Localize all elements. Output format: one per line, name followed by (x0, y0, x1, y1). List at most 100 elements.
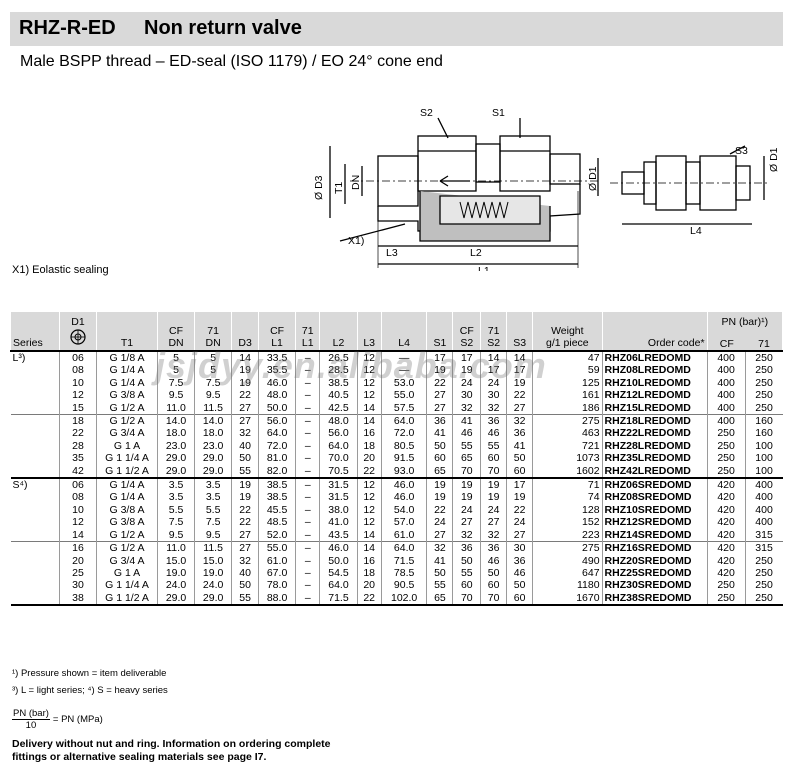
table-cell: – (295, 401, 320, 415)
series-cell (11, 389, 60, 401)
table-cell: 19 (452, 477, 481, 492)
table-cell: 41.0 (319, 516, 358, 529)
title-bar: RHZ-R-ED Non return valve (10, 12, 783, 46)
order-code-cell: RHZ22LREDOMD (601, 427, 708, 440)
table-cell: – (295, 376, 320, 390)
order-code-cell: RHZ30SREDOMD (601, 579, 708, 592)
table-cell: 50 (506, 452, 533, 465)
table-cell: 19 (506, 491, 533, 504)
table-cell: 27 (231, 401, 259, 415)
table-cell: 7.5 (194, 516, 232, 529)
table-cell: 30 (59, 579, 97, 592)
table-cell: 50.0 (258, 401, 296, 415)
table-cell: G 1 1/4 A (96, 452, 158, 465)
label-d3: Ø D3 (313, 175, 325, 200)
table-cell: 41 (452, 414, 481, 428)
table-cell: 35 (59, 452, 97, 465)
table-cell: 463 (532, 427, 603, 440)
table-cell: 30 (452, 389, 481, 402)
table-cell: 14 (506, 349, 533, 365)
table-cell: 223 (532, 528, 603, 542)
label-x1: X1) (348, 235, 364, 247)
table-cell: 400 (706, 389, 746, 402)
table-cell: – (295, 579, 320, 592)
table-cell: 29.0 (156, 591, 195, 607)
table-cell: 152 (532, 516, 603, 529)
table-cell: 26.5 (319, 349, 358, 365)
table-cell: 70 (452, 464, 481, 479)
table-cell: 60 (480, 579, 507, 592)
table-cell: 10 (59, 503, 97, 517)
table-cell: 53.0 (380, 376, 427, 390)
table-cell: – (295, 452, 320, 465)
table-cell: 32 (231, 554, 259, 567)
table-cell: 400 (744, 477, 783, 492)
table-cell: 31.5 (319, 477, 358, 492)
table-cell: 12 (356, 503, 382, 517)
table-cell: 19 (426, 364, 453, 377)
table-cell: 90.5 (380, 579, 427, 592)
table-cell: 22 (356, 591, 382, 607)
product-name: Non return valve (144, 17, 302, 39)
table-cell: 31.5 (319, 491, 358, 504)
table-cell: 32 (506, 414, 533, 428)
table-cell: 17 (480, 364, 507, 377)
table-cell: 60 (426, 452, 453, 465)
header-t1: T1 (96, 312, 158, 351)
table-cell: 14.0 (194, 414, 232, 428)
table-cell: 78.0 (258, 579, 296, 592)
table-cell: 160 (744, 414, 783, 428)
table-cell: 25 (59, 566, 97, 580)
order-code-cell: RHZ18LREDOMD (601, 414, 708, 428)
table-cell: 17 (506, 364, 533, 377)
table-cell: 50.0 (319, 554, 358, 567)
table-cell: 186 (532, 401, 603, 415)
table-cell: 06 (59, 349, 97, 365)
delivery-note: Delivery without nut and ring. Informati… (12, 738, 331, 763)
order-code-cell: RHZ20SREDOMD (601, 554, 708, 567)
table-cell: 46.0 (380, 491, 427, 504)
order-code-cell: RHZ08LREDOMD (601, 364, 708, 377)
order-code-cell: RHZ28LREDOMD (601, 439, 708, 453)
table-cell: G 1/2 A (96, 414, 158, 428)
table-cell: 19 (231, 477, 259, 492)
table-cell: 1670 (532, 591, 603, 607)
table-cell: 250 (744, 591, 783, 607)
table-cell: 46 (480, 427, 507, 440)
label-t1: T1 (333, 182, 345, 194)
formula-numerator: PN (bar) (12, 708, 50, 720)
table-cell: 19 (426, 491, 453, 504)
table-cell: 46.0 (380, 477, 427, 492)
table-cell: 1180 (532, 579, 603, 592)
table-cell: 7.5 (194, 376, 232, 390)
technical-drawing: S2 S1 S3 Ø D3 T1 DN Ø D1 Ø D1 X1) L3 L2 … (313, 107, 780, 271)
table-cell: 70.5 (319, 464, 358, 479)
table-cell: 56.0 (319, 427, 358, 440)
table-cell: 22 (59, 427, 97, 440)
table-cell: 32 (480, 401, 507, 415)
table-cell: 400 (744, 516, 783, 529)
table-cell: 40 (231, 566, 259, 580)
table-cell: 06 (59, 477, 97, 492)
table-cell: 27 (506, 528, 533, 542)
table-cell: 9.5 (194, 528, 232, 542)
table-cell: 65 (426, 591, 453, 607)
table-cell: 45.5 (258, 503, 296, 517)
order-code-cell: RHZ35LREDOMD (601, 452, 708, 465)
table-cell: 29.0 (156, 452, 195, 465)
table-cell: 250 (744, 376, 783, 390)
table-cell: 11.0 (156, 401, 195, 415)
table-cell: 27 (231, 528, 259, 542)
table-cell: 128 (532, 503, 603, 517)
table-cell: 48.0 (258, 389, 296, 402)
